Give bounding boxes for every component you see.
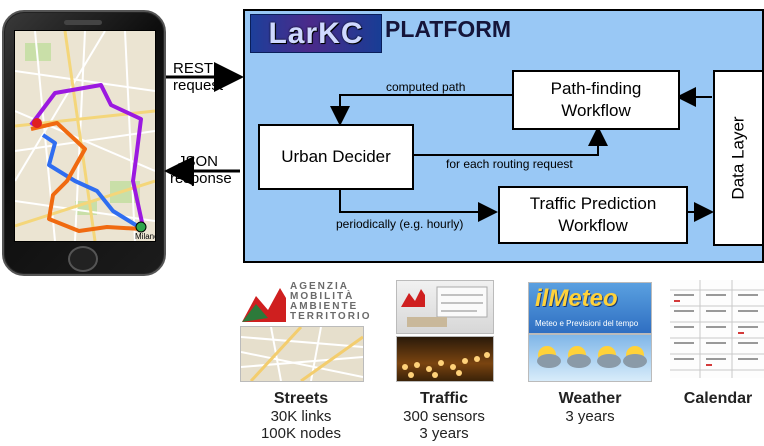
calendar-caption: Calendar [674,390,762,408]
route-purple [29,83,145,228]
traffic-prediction-workflow-box: Traffic Prediction Workflow [498,186,688,244]
traffic-prediction-label-line1: Traffic Prediction [529,194,657,213]
streets-nodes: 100K nodes [260,425,342,442]
route-blue [41,133,141,229]
periodically-label: periodically (e.g. hourly) [336,217,464,231]
larkc-logo: LarKC [250,14,382,53]
weather-years: 3 years [565,408,615,425]
routing-request-label: for each routing request [446,157,573,171]
amat-logo: AGENZIA MOBILITÀ AMBIENTE TERRITORIO [240,280,369,324]
weather-title: Weather [558,390,622,407]
smartphone: Milano [2,10,166,276]
ilmeteo-logo-text: ilMeteo [535,285,618,312]
traffic-title: Traffic [419,390,468,407]
destination-label: Milano [135,232,155,241]
amat-logo-line2: MOBILITÀ [290,291,355,302]
traffic-software-graphic [401,286,488,327]
route-map: Milano [15,31,155,241]
route-orange [30,121,142,233]
request-label: REST request [173,60,223,94]
periodic-arrow [339,188,498,222]
traffic-caption: Traffic 300 sensors 3 years [390,390,498,442]
amat-logo-line3: AMBIENTE [290,301,359,312]
traffic-night-photo [396,336,494,382]
weather-icons-image [528,334,652,382]
platform-title: PLATFORM [385,16,512,42]
urban-decider-box: Urban Decider [258,124,414,190]
phone-home-button [68,246,98,272]
traffic-sensors: 300 sensors [403,408,485,425]
phone-speaker [64,20,102,25]
end-pin-icon [135,221,147,233]
ilmeteo-banner: ilMeteo Meteo e Previsioni del tempo [528,282,652,334]
path-finding-label-line1: Path-finding [550,79,642,98]
path-finding-label-line2: Workflow [561,101,631,120]
request-label-bottom: request [173,77,224,94]
weather-icons-graphic [537,346,647,368]
weather-caption: Weather 3 years [530,390,650,425]
calendar-image [670,280,764,378]
request-label-top: REST [173,60,214,77]
streets-map-image [240,326,364,382]
amat-logo-line1: AGENZIA [290,281,349,292]
data-layer-label: Data Layer [728,116,748,200]
traffic-software-image [396,280,494,334]
traffic-lights-graphic [402,352,490,378]
start-pin-icon [32,118,42,128]
urban-decider-label: Urban Decider [281,147,391,166]
calendar-title: Calendar [683,390,753,407]
ilmeteo-tagline: Meteo e Previsioni del tempo [535,319,639,328]
streets-links: 30K links [270,408,332,425]
traffic-prediction-label-line2: Workflow [558,216,628,235]
routing-request-arrow [412,126,608,156]
phone-map-screen: Milano [14,30,156,242]
amat-logo-line4: TERRITORIO [290,311,372,322]
computed-path-label: computed path [386,80,466,94]
streets-caption: Streets 30K links 100K nodes [240,390,362,442]
path-finding-workflow-box: Path-finding Workflow [512,70,680,130]
data-layer-box: Data Layer [713,70,764,246]
computed-path-arrow [330,94,512,126]
amat-logo-mark [242,288,286,322]
streets-title: Streets [273,390,329,407]
calendar-grid-graphic [670,280,764,378]
streets-map-graphic [241,327,363,381]
traffic-years: 3 years [419,425,469,442]
